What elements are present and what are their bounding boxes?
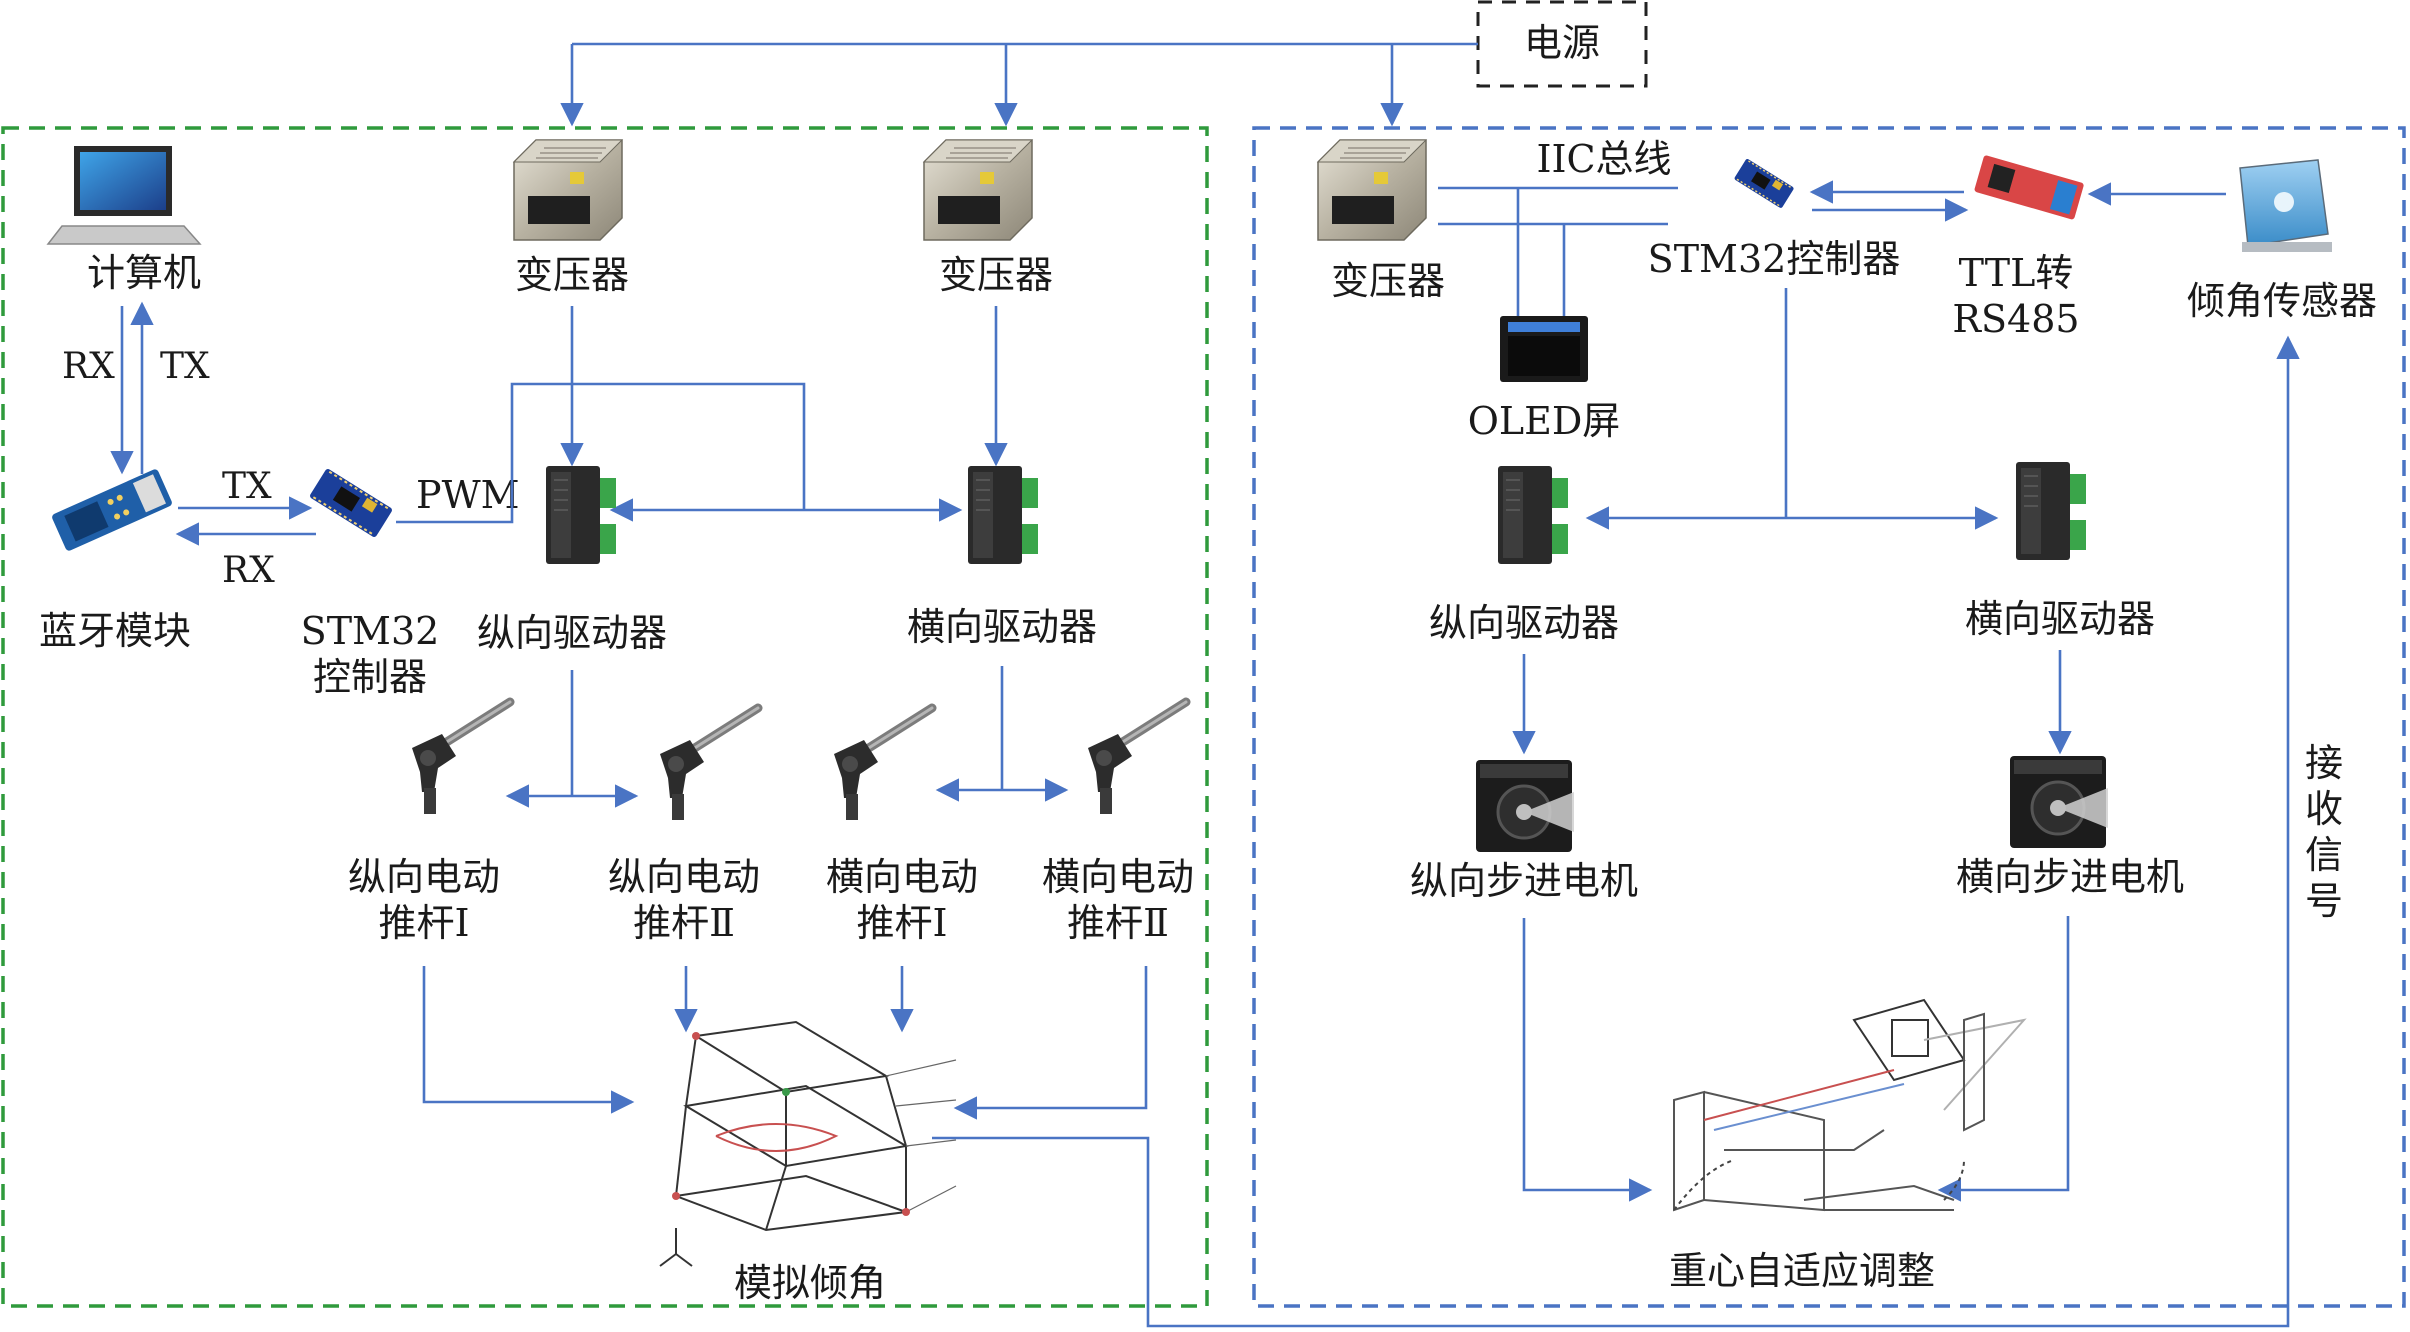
receive-signal-char-2: 收 <box>2305 787 2343 831</box>
oled-label: OLED屏 <box>1468 399 1621 443</box>
left-transformer-1-label: 变压器 <box>515 253 629 297</box>
receive-signal-char-4: 号 <box>2305 879 2343 923</box>
actuator-1-label-line1: 纵向电动 <box>348 855 500 899</box>
receive-signal-char-3: 信 <box>2305 833 2343 877</box>
actuator-3-label-line2: 推杆Ⅰ <box>856 901 947 945</box>
computer-label: 计算机 <box>87 251 201 295</box>
simulated-tilt-label: 模拟倾角 <box>734 1261 886 1305</box>
power-supply-icon <box>923 139 1033 241</box>
actuator-4-label-line2: 推杆Ⅱ <box>1067 901 1169 945</box>
ttl-label-line2: RS485 <box>1952 297 2079 341</box>
long-stepper-label: 纵向步进电机 <box>1410 859 1638 903</box>
pwm-label: PWM <box>416 473 520 517</box>
ttl-label-line1: TTL转 <box>1959 251 2074 295</box>
electric-linear-actuator-icon <box>412 702 510 814</box>
power-supply-icon <box>1317 139 1427 241</box>
laptop-icon <box>46 146 202 245</box>
stm32-right-label: STM32控制器 <box>1648 237 1901 281</box>
stepper-driver-icon <box>1497 465 1569 565</box>
bt-rx-label: RX <box>222 550 275 591</box>
right-system-border <box>1252 126 2406 1308</box>
cg-adjust-label: 重心自适应调整 <box>1669 1249 1935 1293</box>
pwm-signal-line <box>396 382 806 524</box>
left-transformer-2-label: 变压器 <box>939 253 1053 297</box>
tilt-platform-drawing-icon <box>659 1020 957 1267</box>
actuator-4-to-tilt <box>953 966 1148 1120</box>
oled-display-icon <box>1500 316 1588 382</box>
actuator-1-label-line2: 推杆Ⅰ <box>378 901 469 945</box>
stepper-motor-icon <box>2008 754 2110 850</box>
ttl-rs485-module-icon <box>1974 155 2084 220</box>
right-lat-driver-label: 横向驱动器 <box>1965 597 2155 641</box>
stepper-driver-icon <box>545 465 617 565</box>
iic-bus-label: IIC总线 <box>1536 137 1671 181</box>
stm32-left-label-line1: STM32 <box>301 609 440 653</box>
actuator-3-label-line1: 横向电动 <box>826 855 978 899</box>
actuator-4-label-line1: 横向电动 <box>1042 855 1194 899</box>
stepper-motor-icon <box>1474 758 1576 854</box>
stm32-board-icon <box>307 466 395 540</box>
power-supply-icon <box>513 139 623 241</box>
receive-signal-char-1: 接 <box>2305 741 2343 785</box>
right-transformer-label: 变压器 <box>1331 259 1445 303</box>
stm32-left-label-line2: 控制器 <box>313 655 427 699</box>
bluetooth-module-icon <box>52 469 172 551</box>
bt-tx-label: TX <box>222 466 272 507</box>
electric-linear-actuator-icon <box>834 708 932 820</box>
left-lat-driver-label: 横向驱动器 <box>907 605 1097 649</box>
right-long-driver-label: 纵向驱动器 <box>1429 601 1619 645</box>
cg-adjust-mechanism-icon <box>1673 998 2027 1212</box>
bluetooth-label: 蓝牙模块 <box>39 609 191 653</box>
tilt-to-sensor-feedback-line <box>932 335 2300 1328</box>
lat-stepper-to-cg <box>1937 916 2070 1202</box>
computer-rx-label: RX <box>62 346 115 387</box>
actuator-1-to-tilt <box>422 966 635 1114</box>
tilt-sensor-icon <box>2239 159 2332 252</box>
stm32-board-icon <box>1733 157 1796 210</box>
power-source-label: 电源 <box>1524 21 1600 65</box>
tilt-sensor-label: 倾角传感器 <box>2187 279 2377 323</box>
electric-linear-actuator-icon <box>660 708 758 820</box>
actuator-2-label-line2: 推杆Ⅱ <box>633 901 735 945</box>
long-stepper-to-cg <box>1522 918 1653 1202</box>
stepper-driver-icon <box>2015 461 2087 561</box>
actuator-2-label-line1: 纵向电动 <box>608 855 760 899</box>
stepper-driver-icon <box>967 465 1039 565</box>
left-long-driver-label: 纵向驱动器 <box>477 611 667 655</box>
lat-stepper-label: 横向步进电机 <box>1956 855 2184 899</box>
left-system-border <box>1 126 1209 1308</box>
electric-linear-actuator-icon <box>1088 702 1186 814</box>
computer-tx-label: TX <box>160 346 210 387</box>
